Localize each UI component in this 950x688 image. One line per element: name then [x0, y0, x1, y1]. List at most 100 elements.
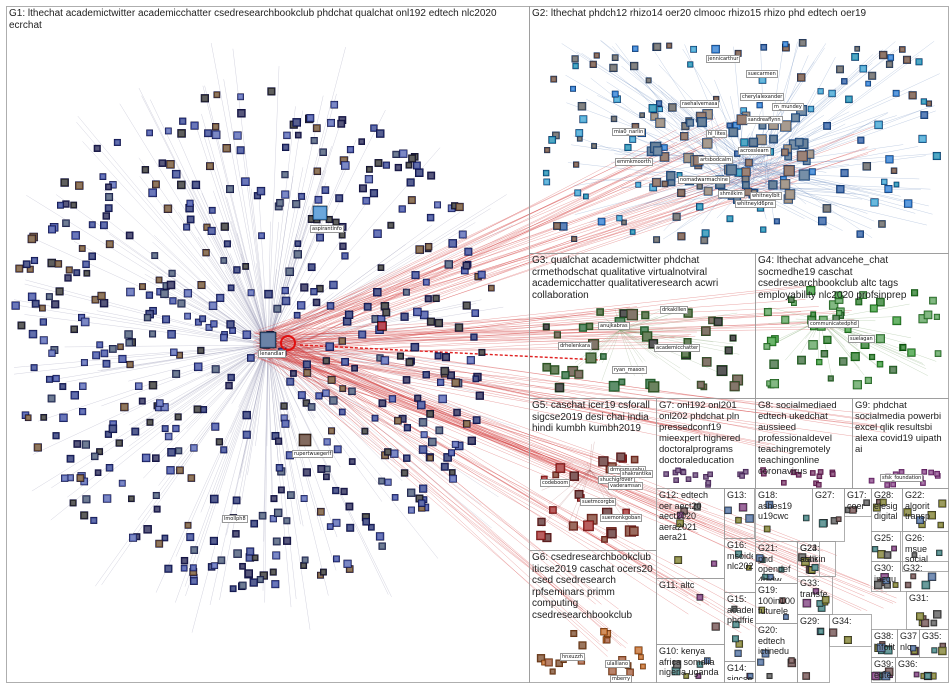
- node-avatar: [331, 398, 336, 403]
- node-avatar: [456, 325, 461, 330]
- node-avatar: [631, 231, 634, 234]
- node-avatar: [650, 106, 655, 111]
- node-avatar: [192, 446, 196, 450]
- node-avatar: [107, 466, 111, 470]
- node-avatar: [578, 137, 581, 140]
- node-label: suelagan: [848, 335, 875, 343]
- node-avatar: [150, 190, 156, 196]
- node-avatar: [741, 475, 744, 478]
- node-avatar: [164, 317, 169, 322]
- node-avatar: [841, 359, 846, 364]
- node-avatar: [846, 328, 850, 332]
- node-avatar: [344, 319, 350, 325]
- node-avatar: [348, 148, 352, 152]
- node-avatar: [130, 497, 134, 501]
- node-avatar: [389, 223, 393, 227]
- node-avatar: [30, 331, 35, 336]
- node-avatar: [390, 397, 394, 401]
- node-avatar: [659, 108, 662, 111]
- node-avatar: [640, 656, 643, 659]
- node-avatar: [365, 304, 370, 309]
- group-label-g24: G24: stalkin: [800, 543, 833, 564]
- node-avatar: [545, 180, 549, 184]
- edge: [247, 345, 268, 475]
- node-avatar: [703, 231, 708, 236]
- node-avatar: [181, 119, 185, 123]
- node-avatar: [367, 167, 371, 171]
- node-avatar: [392, 451, 397, 456]
- node-avatar: [786, 191, 793, 198]
- node-avatar: [705, 188, 711, 194]
- node-avatar: [727, 166, 735, 174]
- node-avatar: [224, 146, 229, 151]
- node-avatar: [490, 286, 494, 290]
- node-avatar: [304, 470, 309, 475]
- node-avatar: [296, 133, 300, 137]
- node-avatar: [185, 225, 189, 229]
- node-avatar: [430, 439, 435, 444]
- node-avatar: [464, 263, 469, 268]
- node-avatar: [799, 357, 805, 363]
- node-avatar: [189, 476, 194, 481]
- node-avatar: [342, 489, 346, 493]
- node-avatar: [681, 134, 686, 139]
- edge: [259, 195, 268, 345]
- node-avatar: [561, 224, 566, 229]
- node-avatar: [29, 236, 34, 241]
- node-avatar: [360, 140, 364, 144]
- node-avatar: [364, 519, 369, 524]
- node-avatar: [643, 313, 648, 318]
- node-avatar: [655, 44, 660, 49]
- node-avatar: [600, 458, 607, 465]
- node-label: rupertwuegerlf: [292, 450, 333, 458]
- group-label-g13: G13:: [727, 490, 752, 501]
- node-avatar: [382, 358, 387, 363]
- node-avatar: [127, 233, 132, 238]
- node-avatar: [117, 441, 121, 445]
- node-avatar: [631, 137, 635, 141]
- node-avatar: [737, 642, 741, 646]
- node-avatar: [428, 456, 432, 460]
- node-avatar: [396, 418, 401, 423]
- node-avatar: [922, 113, 927, 118]
- node-avatar: [321, 150, 326, 155]
- node-avatar: [178, 468, 183, 473]
- node-avatar: [576, 491, 582, 497]
- node-avatar: [758, 104, 761, 107]
- node-avatar: [468, 358, 473, 363]
- node-avatar: [283, 298, 289, 304]
- node-avatar: [380, 479, 384, 483]
- node-avatar: [906, 583, 909, 586]
- node-avatar: [480, 350, 484, 354]
- node-avatar: [85, 271, 89, 275]
- node-label: m_mundey: [772, 103, 804, 111]
- node-avatar: [234, 498, 239, 503]
- node-avatar: [852, 354, 858, 360]
- node-avatar: [402, 471, 406, 475]
- node-avatar: [160, 161, 164, 165]
- node-avatar: [621, 311, 627, 317]
- node-avatar: [185, 291, 190, 296]
- node-avatar: [920, 136, 925, 141]
- node-avatar: [603, 538, 607, 542]
- node-avatar: [324, 391, 328, 395]
- node-avatar: [771, 136, 777, 142]
- node-avatar: [665, 473, 668, 476]
- group-label-g26: G26: msue social: [905, 533, 946, 565]
- node-avatar: [623, 221, 626, 224]
- node-avatar: [927, 102, 930, 105]
- group-label-g2: G2: lthechat phdch12 rhizo14 oer20 clmoo…: [532, 8, 946, 20]
- node-avatar: [551, 367, 557, 373]
- node-avatar: [698, 185, 701, 188]
- node-avatar: [346, 312, 351, 317]
- node-avatar: [315, 169, 319, 173]
- node-avatar: [404, 290, 408, 294]
- node-avatar: [350, 460, 354, 464]
- node-avatar: [870, 479, 873, 482]
- node-avatar: [334, 520, 339, 525]
- node-avatar: [240, 583, 245, 588]
- node-avatar: [544, 325, 548, 329]
- node-avatar: [50, 227, 55, 232]
- node-avatar: [318, 286, 323, 291]
- node-avatar: [744, 470, 747, 473]
